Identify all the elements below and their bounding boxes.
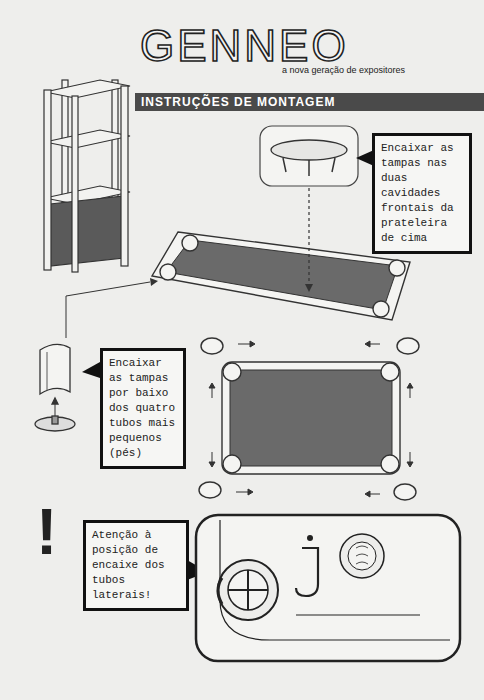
foot-tube — [35, 344, 75, 431]
callout-box: Encaixar as tampas por baixo dos quatro … — [100, 348, 186, 469]
tagline: a nova geração de expositores — [282, 66, 405, 75]
callout-text: Atenção à posição de encaixe dos tubos l… — [92, 528, 180, 603]
shelf-top-view — [199, 338, 419, 500]
leader-arrow — [150, 278, 158, 286]
joint-detail — [196, 515, 460, 661]
callout-box: Encaixar as tampas nas duas cavidades fr… — [372, 133, 472, 254]
callout-text: Encaixar as tampas por baixo dos quatro … — [109, 356, 177, 461]
shelf-unit — [44, 80, 130, 272]
callout-pointer — [82, 362, 100, 378]
direction-arrows — [209, 341, 413, 497]
callout-text: Encaixar as tampas nas duas cavidades fr… — [381, 141, 463, 246]
leader-line — [66, 282, 150, 338]
callout-box: Atenção à posição de encaixe dos tubos l… — [83, 520, 189, 611]
warning-mark: ! — [36, 500, 57, 564]
section-band: INSTRUÇÕES DE MONTAGEM — [135, 93, 484, 111]
logo-title: GENNEO — [140, 22, 349, 70]
lid-detail — [260, 126, 358, 292]
band-text: INSTRUÇÕES DE MONTAGEM — [141, 95, 478, 109]
